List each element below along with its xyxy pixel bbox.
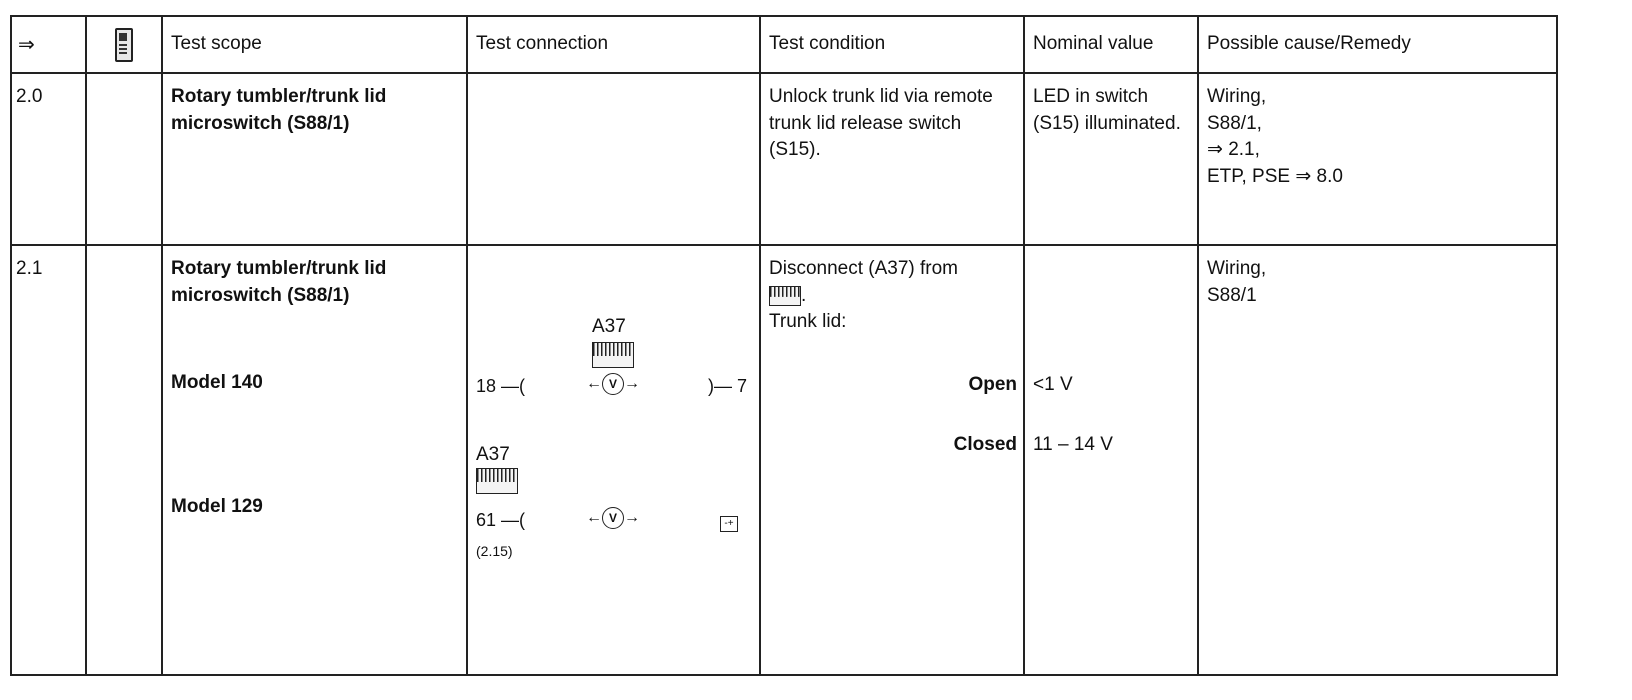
connector-icon <box>476 468 518 494</box>
row-2-0-nominal-cell: LED in switch (S15) illuminated. <box>1023 72 1199 246</box>
row-2-0-device-cell <box>85 72 163 246</box>
header-device <box>85 15 163 74</box>
row-2-0-connection-cell <box>466 72 761 246</box>
row-2-1-scope: Rotary tumbler/trunk lid microswitch (S8… <box>171 258 387 306</box>
row-2-1-device-cell <box>85 244 163 676</box>
tester-device-icon <box>115 27 133 62</box>
arrow-left-icon: ← <box>586 375 602 392</box>
row-2-0-scope: Rotary tumbler/trunk lid microswitch (S8… <box>171 86 387 134</box>
nominal-closed: 11 – 14 V <box>1033 434 1113 455</box>
voltmeter-140: ←V→ <box>586 370 640 397</box>
a37-label-129: A37 <box>476 444 510 465</box>
nominal-open: <1 V <box>1033 374 1073 395</box>
a37-label-140: A37 <box>592 316 626 337</box>
arrow-right-icon: → <box>624 509 640 526</box>
row-2-1-condition-cell: Disconnect (A37) from . Trunk lid: Open … <box>759 244 1025 676</box>
battery-icon: -+ <box>720 516 738 532</box>
connector-icon <box>592 342 634 368</box>
connector-icon <box>769 285 801 306</box>
pin-61: 61 <box>476 510 497 530</box>
model-140-label: Model 140 <box>171 372 263 393</box>
disconnect-instruction: Disconnect (A37) from . Trunk lid: <box>761 246 1023 336</box>
row-2-1-cause-cell: Wiring, S88/1 <box>1197 244 1558 676</box>
voltmeter-icon: V <box>602 507 624 529</box>
a37-connector-icon-140 <box>592 342 634 369</box>
disconnect-period: . <box>801 284 807 306</box>
row-2-1-cause-line: Wiring, <box>1207 258 1267 279</box>
pin-7-group: )— 7 <box>708 376 748 396</box>
pin-61-group: 61 —( <box>476 510 526 530</box>
row-2-0-nominal: LED in switch (S15) illuminated. <box>1033 86 1181 134</box>
table-row-2-0: 2.0 Rotary tumbler/trunk lid microswitch… <box>10 72 1558 246</box>
test-table-page: ⇒ Test scope Test connection Test condit… <box>10 15 1558 677</box>
header-test-condition: Test condition <box>759 15 1025 74</box>
disconnect-text: Disconnect (A37) from <box>769 258 959 279</box>
pin-18-group: 18 —( <box>476 376 526 396</box>
model-129-label: Model 129 <box>171 496 263 517</box>
row-2-0-cause-line: Wiring, <box>1207 86 1267 107</box>
state-open: Open <box>968 374 1017 395</box>
row-2-0-cause-line: ETP, PSE ⇒ 8.0 <box>1207 165 1343 187</box>
row-2-0-condition: Unlock trunk lid via remote trunk lid re… <box>769 86 993 161</box>
pin-18: 18 <box>476 376 497 396</box>
row-2-0-condition-cell: Unlock trunk lid via remote trunk lid re… <box>759 72 1025 246</box>
test-connection-diagram: A37 18 —( ←V→ )— 7 <box>468 246 759 674</box>
row-2-1-number: 2.1 <box>16 258 43 279</box>
row-2-0-cause-cell: Wiring, S88/1, ⇒ 2.1, ETP, PSE ⇒ 8.0 <box>1197 72 1558 246</box>
row-2-1-cause-line: S88/1 <box>1207 284 1257 306</box>
row-2-0-number-cell: 2.0 <box>10 72 87 246</box>
header-test-scope: Test scope <box>161 15 468 74</box>
voltmeter-icon: V <box>602 373 624 395</box>
arrow-right-icon: → <box>624 375 640 392</box>
table-row-2-1: 2.1 Rotary tumbler/trunk lid microswitch… <box>10 244 1558 676</box>
header-arrow: ⇒ <box>10 15 87 74</box>
test-table: ⇒ Test scope Test connection Test condit… <box>10 15 1558 676</box>
header-nominal-value: Nominal value <box>1023 15 1199 74</box>
trunk-lid-label: Trunk lid: <box>769 311 847 333</box>
battery-ground: -+ <box>720 508 738 535</box>
row-2-0-cause-line: ⇒ 2.1, <box>1207 139 1260 161</box>
a37-connector-icon-129 <box>476 468 518 495</box>
header-test-connection: Test connection <box>466 15 761 74</box>
pin-7: 7 <box>737 376 748 396</box>
row-2-0-cause-line: S88/1, <box>1207 112 1262 134</box>
arrow-left-icon: ← <box>586 509 602 526</box>
row-2-0-scope-cell: Rotary tumbler/trunk lid microswitch (S8… <box>161 72 468 246</box>
voltmeter-129: ←V→ <box>586 504 640 531</box>
row-2-1-scope-cell: Rotary tumbler/trunk lid microswitch (S8… <box>161 244 468 676</box>
header-possible-cause: Possible cause/Remedy <box>1197 15 1558 74</box>
row-2-0-number: 2.0 <box>16 86 43 107</box>
row-2-1-nominal-cell: <1 V 11 – 14 V <box>1023 244 1199 676</box>
reference-2-15: (2.15) <box>476 543 513 559</box>
state-closed: Closed <box>953 434 1017 455</box>
header-row: ⇒ Test scope Test connection Test condit… <box>10 15 1558 74</box>
row-2-1-connection-cell: A37 18 —( ←V→ )— 7 <box>466 244 761 676</box>
row-2-1-number-cell: 2.1 <box>10 244 87 676</box>
